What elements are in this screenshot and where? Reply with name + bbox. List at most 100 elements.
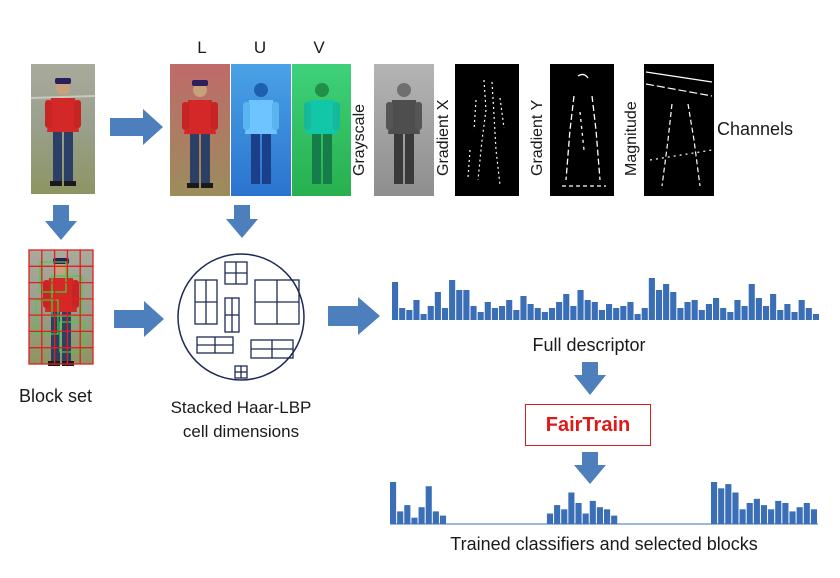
- histogram-bar: [655, 290, 663, 320]
- histogram-bar: [782, 503, 789, 524]
- haar-lbp-label-line2: cell dimensions: [182, 422, 300, 441]
- histogram-bar: [727, 312, 734, 320]
- histogram-bar: [713, 298, 720, 320]
- l-channel-letter: L: [197, 38, 207, 57]
- histogram-bar: [546, 513, 554, 524]
- histogram-bar: [534, 308, 541, 320]
- fairtrain-label: FairTrain: [545, 413, 631, 436]
- histogram-bar: [456, 290, 463, 320]
- gradient-x-image: [455, 64, 519, 196]
- histogram-bar: [732, 492, 739, 524]
- histogram-bar: [812, 314, 819, 320]
- fairtrain-box: FairTrain: [525, 404, 651, 446]
- histogram-bar: [598, 310, 605, 320]
- arrow-right-3: [328, 297, 380, 335]
- haar-lbp-label-line1: Stacked Haar-LBP: [170, 398, 312, 417]
- histogram-bar: [563, 294, 570, 320]
- histogram-bar: [648, 278, 655, 320]
- magnitude-image: [644, 64, 714, 196]
- histogram-bar: [463, 290, 470, 320]
- l-channel-image: [170, 64, 230, 196]
- histogram-bar: [748, 284, 755, 320]
- histogram-bar: [775, 500, 782, 524]
- histogram-bar: [425, 486, 432, 524]
- histogram-bar: [513, 310, 520, 320]
- histogram-bar: [541, 312, 548, 320]
- histogram-bar: [711, 482, 718, 524]
- histogram-bar: [746, 503, 753, 524]
- histogram-bar: [484, 302, 491, 320]
- arrow-down-2: [226, 205, 258, 238]
- histogram-bar: [399, 308, 406, 320]
- histogram-bar: [784, 304, 791, 320]
- u-channel-letter: U: [253, 38, 267, 57]
- histogram-bar: [606, 304, 613, 320]
- histogram-bar: [698, 310, 705, 320]
- histogram-bar: [434, 292, 441, 320]
- histogram-bar: [684, 302, 691, 320]
- gradient-y-label: Gradient Y: [529, 99, 546, 176]
- channels-label: Channels: [717, 119, 794, 139]
- histogram-bar: [770, 294, 777, 320]
- histogram-bar: [791, 312, 798, 320]
- histogram-bar: [677, 308, 684, 320]
- block-set-image: [28, 249, 94, 366]
- histogram-bar: [777, 310, 784, 320]
- histogram-bar: [611, 515, 618, 524]
- flow-arrows: [45, 109, 606, 484]
- histogram-bar: [634, 314, 641, 320]
- arrow-down-4: [574, 452, 606, 484]
- full-descriptor-label: Full descriptor: [532, 335, 646, 355]
- histogram-bar: [561, 509, 568, 524]
- histogram-bar: [439, 515, 447, 524]
- histogram-bar: [548, 308, 556, 320]
- histogram-bar: [762, 306, 770, 320]
- magnitude-label: Magnitude: [623, 101, 640, 176]
- histogram-bar: [449, 280, 456, 320]
- histogram-bar: [589, 500, 596, 524]
- histogram-bar: [753, 498, 760, 524]
- selected-blocks-histogram: [390, 482, 818, 525]
- arrow-right-1: [110, 109, 163, 145]
- histogram-bar: [670, 292, 677, 320]
- histogram-bar: [413, 300, 420, 320]
- histogram-bar: [810, 509, 817, 524]
- arrow-down-1: [45, 205, 77, 240]
- histogram-bar: [582, 513, 589, 524]
- histogram-bar: [591, 302, 598, 320]
- histogram-bar: [803, 503, 810, 524]
- histogram-bar: [725, 484, 732, 524]
- histogram-bar: [491, 308, 498, 320]
- histogram-bar: [620, 306, 627, 320]
- haar-lbp-cells: [177, 253, 305, 381]
- trained-classifiers-label: Trained classifiers and selected blocks: [450, 534, 758, 554]
- histogram-bar: [796, 507, 803, 524]
- histogram-bar: [604, 509, 611, 524]
- arrow-right-2: [114, 301, 164, 337]
- histogram-bar: [568, 492, 575, 524]
- histogram-bar: [627, 302, 634, 320]
- histogram-bar: [798, 300, 805, 320]
- histogram-bar: [390, 482, 397, 524]
- histogram-bar: [741, 306, 748, 320]
- histogram-bar: [760, 505, 768, 524]
- histogram-bar: [397, 511, 404, 524]
- histogram-bar: [663, 284, 670, 320]
- full-descriptor-histogram: [392, 278, 819, 320]
- histogram-bar: [556, 302, 563, 320]
- histogram-bar: [596, 507, 603, 524]
- histogram-bar: [570, 306, 577, 320]
- histogram-bar: [520, 296, 527, 320]
- histogram-bar: [554, 505, 561, 524]
- histogram-bar: [406, 310, 413, 320]
- histogram-bar: [420, 314, 427, 320]
- histogram-bar: [575, 503, 582, 524]
- histogram-bar: [718, 488, 725, 524]
- histogram-bar: [584, 300, 591, 320]
- histogram-bar: [805, 308, 812, 320]
- histogram-bar: [404, 505, 411, 524]
- gradient-x-label: Gradient X: [435, 99, 452, 176]
- gradient-y-image: [550, 64, 614, 196]
- histogram-bar: [527, 304, 534, 320]
- histogram-bar: [418, 507, 425, 524]
